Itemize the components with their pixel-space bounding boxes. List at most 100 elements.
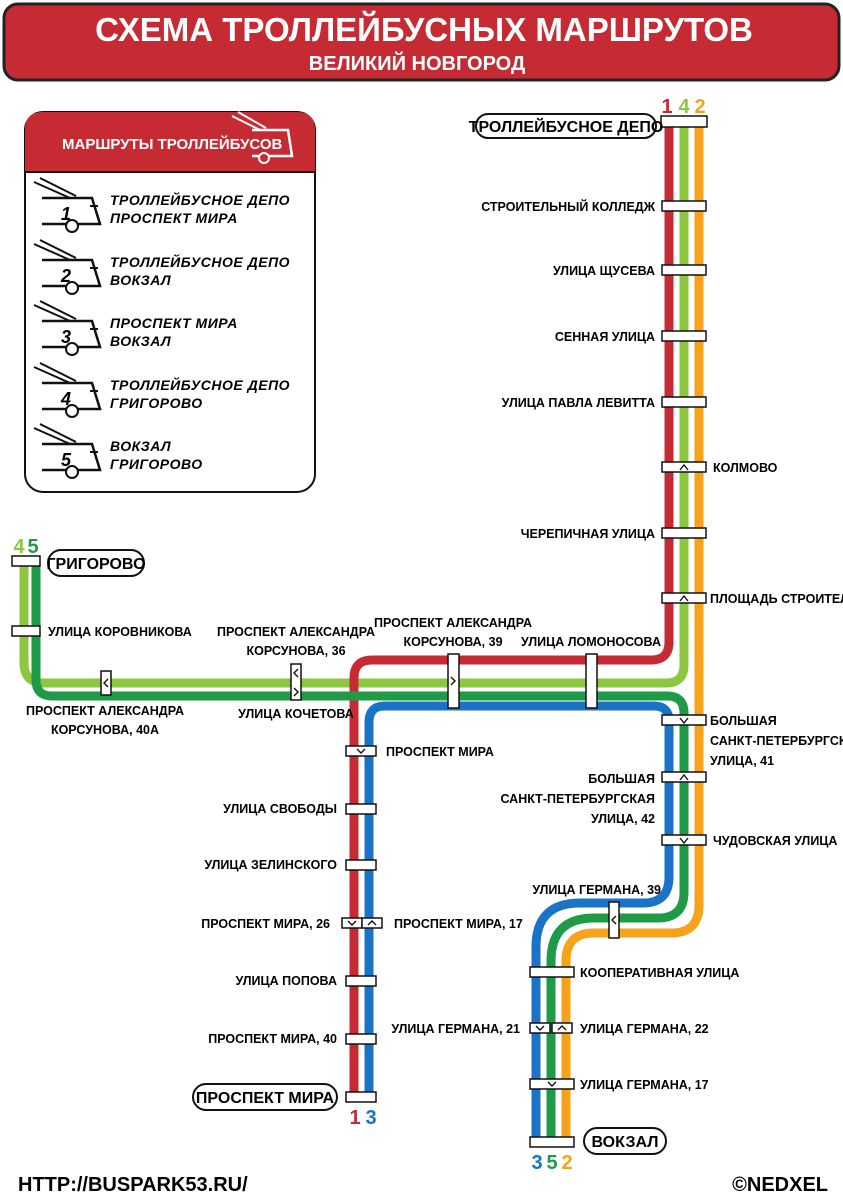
legend-route-to: ВОКЗАЛ [110,271,172,288]
stop-label: ПРОСПЕКТ МИРА [386,745,494,759]
stop-label: ПРОСПЕКТ МИРА, 40 [208,1032,337,1046]
footer-url[interactable]: HTTP://BUSPARK53.RU/ [18,1174,248,1196]
route-1-line [349,118,674,1100]
trolleybus-icon: 2 [33,238,102,295]
stop-marker-cherepichnaya[interactable] [661,527,707,539]
stop-marker-zelinskogo[interactable] [345,859,377,871]
stop-marker-germana-22[interactable] [551,1022,573,1034]
legend-route-to: ВОКЗАЛ [110,333,172,349]
trolleybus-icon: 5 [33,423,102,479]
legend-route-5: 5 ВОКЗАЛ ГРИГОРОВО [30,422,310,480]
stop-label: КОРСУНОВА, 36 [246,644,345,658]
route-num-1: 1 [661,96,672,118]
stop-marker-stroitelny[interactable] [661,200,707,212]
stop-marker-mira-17[interactable] [361,917,383,929]
stop-label: СТРОИТЕЛЬНЫЙ КОЛЛЕДЖ [481,199,656,214]
route-lines [19,118,704,1140]
stop-label: САНКТ-ПЕТЕРБУРГСКАЯ [500,792,655,806]
legend-route-from: ПРОСПЕКТ МИРА [110,315,238,331]
legend-route-to: ГРИГОРОВО [110,456,203,472]
stop-label: ЧЕРЕПИЧНАЯ УЛИЦА [521,527,655,541]
trolleybus-icon: 3 [33,300,102,356]
legend-route-from: ВОКЗАЛ [110,438,172,454]
stop-label: УЛИЦА ГЕРМАНА, 17 [580,1078,709,1092]
stop-marker-popova[interactable] [345,975,377,987]
stop-label: ПРОСПЕКТ МИРА, 26 [201,917,330,931]
stop-marker-grigorovo[interactable] [11,555,41,567]
stop-marker-germana-39[interactable] [608,901,620,939]
stop-marker-prospekt-mira[interactable] [345,745,377,757]
trolleybus-icon: 1 [33,177,102,233]
legend-route-1: 1 ТРОЛЛЕЙБУСНОЕ ДЕПО ПРОСПЕКТ МИРА [30,176,310,234]
terminal-grigorovo-label: ГРИГОРОВО [46,556,145,573]
stop-marker-korsunova-39[interactable] [447,653,460,709]
stop-marker-b-spb-42[interactable] [661,771,707,783]
legend-route-number: 3 [61,327,71,347]
stop-marker-chudovskaya[interactable] [661,834,707,846]
stop-marker-germana-21[interactable] [529,1022,551,1034]
stop-label: ПРОСПЕКТ АЛЕКСАНДРА [26,704,184,718]
stop-label: УЛИЦА ЗЕЛИНСКОГО [204,858,337,872]
route-num-4: 4 [13,536,25,558]
route-num-3: 3 [531,1152,542,1174]
stop-marker-mira-40[interactable] [345,1033,377,1045]
legend-route-to: ГРИГОРОВО [110,394,203,411]
legend-bus-icon [231,111,294,164]
stop-marker-mira-terminal[interactable] [345,1091,377,1103]
stop-label: КООПЕРАТИВНАЯ УЛИЦА [580,966,739,980]
route-num-2: 2 [561,1152,572,1174]
stop-label: УЛИЦА КОРОВНИКОВА [48,625,192,639]
stop-marker-pl-stroiteley[interactable] [661,592,707,604]
legend-route-from: ТРОЛЛЕЙБУСНОЕ ДЕПО [110,253,291,270]
stop-label: ПЛОЩАДЬ СТРОИТЕЛЕЙ [710,591,843,606]
stop-label: БОЛЬШАЯ [710,714,777,728]
terminal-numbers-grigorovo: 4 5 [13,536,38,558]
stop-label: УЛИЦА ГЕРМАНА, 22 [580,1022,709,1036]
route-num-1: 1 [349,1107,360,1129]
stop-marker-svobody[interactable] [345,803,377,815]
legend-route-3: 3 ПРОСПЕКТ МИРА ВОКЗАЛ [30,299,310,357]
trolleybus-icon: 4 [33,361,102,418]
stop-label: УЛИЦА ГЕРМАНА, 39 [532,883,661,897]
terminal-numbers-vokzal: 3 5 2 [531,1152,572,1174]
stop-marker-kooperativnaya[interactable] [529,966,575,978]
legend-route-from: ТРОЛЛЕЙБУСНОЕ ДЕПО [110,192,291,208]
stop-marker-kolmovo[interactable] [661,461,707,473]
legend-route-number: 4 [60,389,71,409]
legend-route-number: 2 [60,266,71,286]
stop-marker-mira-26[interactable] [341,917,363,929]
legend-route-from: ТРОЛЛЕЙБУСНОЕ ДЕПО [110,376,291,393]
stop-label: ЧУДОВСКАЯ УЛИЦА [713,834,837,848]
direction-arrows [103,463,689,1087]
legend-title: МАРШРУТЫ ТРОЛЛЕЙБУСОВ [62,135,283,153]
terminal-numbers-depot: 1 4 2 [661,96,705,118]
route-num-5: 5 [27,536,38,558]
stop-label: УЛИЦА ПАВЛА ЛЕВИТТА [502,396,655,410]
stop-marker-korovnikova[interactable] [11,625,41,637]
stop-label: СЕННАЯ УЛИЦА [555,330,655,344]
stop-label: УЛИЦА ЩУСЕВА [553,264,655,278]
stop-marker-b-spb-41[interactable] [661,714,707,726]
stop-labels: СТРОИТЕЛЬНЫЙ КОЛЛЕДЖ УЛИЦА ЩУСЕВА СЕННАЯ… [26,199,843,1092]
stop-marker-lomonosova[interactable] [585,653,598,709]
stop-marker-shchuseva[interactable] [661,264,707,276]
stop-label: УЛИЦА ПОПОВА [235,974,337,988]
stop-marker-germana-17[interactable] [529,1078,575,1090]
stop-label: БОЛЬШАЯ [588,772,655,786]
route-2-line [561,118,704,1140]
legend-route-to: ПРОСПЕКТ МИРА [110,210,238,226]
stop-marker-korsunova-36[interactable] [290,663,302,701]
stop-label: САНКТ-ПЕТЕРБУРГСКАЯ [710,734,843,748]
stop-marker-depot[interactable] [660,115,708,128]
route-num-3: 3 [365,1107,376,1129]
stop-marker-sennaya[interactable] [661,330,707,342]
terminal-mira-label: ПРОСПЕКТ МИРА [196,1090,335,1107]
stop-marker-korsunova-40a[interactable] [100,670,112,696]
footer-credit: ©NEDXEL [732,1174,828,1196]
stop-marker-vokzal[interactable] [529,1136,575,1148]
stop-marker-levitta[interactable] [661,396,707,408]
stop-label: ПРОСПЕКТ АЛЕКСАНДРА [374,616,532,630]
route-num-2: 2 [694,96,705,118]
